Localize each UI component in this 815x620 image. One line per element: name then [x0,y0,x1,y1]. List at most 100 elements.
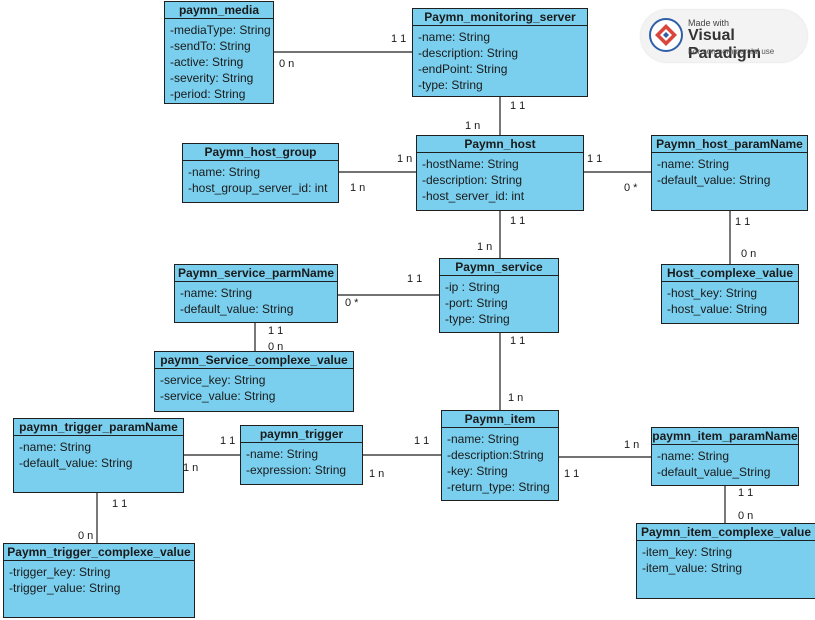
class-host-complexe-value[interactable]: Host_complexe_value -host_key: String -h… [661,264,799,324]
multiplicity: 1 1 [414,435,430,447]
multiplicity: 0 n [78,530,94,542]
attribute: -description:String [447,448,544,462]
class-paymn-host-group[interactable]: Paymn_host_group -name: String -host_gro… [182,143,339,203]
attribute: -default_value: String [180,302,294,316]
watermark-line1: Made with [688,18,730,28]
multiplicity: 1 n [369,468,385,480]
attribute: -key: String [447,464,508,478]
multiplicity: 1 1 [510,335,526,347]
class-title: Paymn_monitoring_server [413,9,587,26]
watermark-line3: For non-commercial use [688,47,775,56]
attribute: -trigger_key: String [9,565,111,579]
class-title: paymn_trigger [241,426,362,443]
multiplicity: 1 1 [587,153,603,165]
multiplicity: 1 1 [391,33,407,45]
attribute: -return_type: String [447,480,550,494]
multiplicity: 1 n [350,182,366,194]
class-paymn-item-complexe-value[interactable]: Paymn_item_complexe_value -item_key: Str… [636,523,815,599]
class-title: paymn_trigger_paramName [14,419,183,436]
attribute: -name: String [180,286,253,300]
class-title: Paymn_host_paramName [652,136,807,153]
attribute: -hostName: String [422,157,519,171]
attribute: -default_value: String [657,173,771,187]
class-title: paymn_media [165,2,273,19]
class-paymn-trigger-paramname[interactable]: paymn_trigger_paramName -name: String -d… [13,418,184,493]
multiplicity: 0 n [741,248,757,260]
attribute: -name: String [657,157,730,171]
attribute: -description: String [422,173,523,187]
attribute: -mediaType: String [170,23,271,37]
multiplicity: 1 n [183,462,199,474]
attribute: -type: String [418,78,483,92]
multiplicity: 1 1 [220,435,236,447]
multiplicity: 0 n [268,341,284,353]
class-paymn-item-paramname[interactable]: paymn_item_paramName -name: String -defa… [651,427,799,486]
attribute: -host_server_id: int [422,189,525,203]
class-title: Paymn_item [442,411,558,428]
attribute: -ip : String [445,280,500,294]
class-title: paymn_Service_complexe_value [155,352,353,369]
attribute: -host_key: String [667,286,758,300]
class-title: paymn_item_paramName [652,429,798,445]
multiplicity: 1 n [397,153,413,165]
multiplicity: 1 1 [268,325,284,337]
attribute: -item_value: String [642,561,743,575]
attribute: -item_key: String [642,545,733,559]
class-paymn-service-parmname[interactable]: Paymn_service_parmName -name: String -de… [174,264,338,323]
multiplicity: 1 n [465,120,481,132]
class-paymn-service-complexe-value[interactable]: paymn_Service_complexe_value -service_ke… [154,351,354,412]
attribute: -name: String [188,165,261,179]
attribute: -name: String [246,447,319,461]
class-paymn-host[interactable]: Paymn_host -hostName: String -descriptio… [416,135,584,211]
attribute: -name: String [657,449,730,463]
multiplicity: 1 1 [510,100,526,112]
attribute: -host_value: String [667,302,768,316]
multiplicity: 0 * [624,182,638,194]
attribute: -host_group_server_id: int [188,181,328,195]
visual-paradigm-watermark: Made with Visual Paradigm For non-commer… [641,10,807,62]
multiplicity: 1 1 [112,498,128,510]
class-paymn-monitoring-server[interactable]: Paymn_monitoring_server -name: String -d… [412,8,588,97]
attribute: -type: String [445,312,510,326]
class-paymn-host-paramname[interactable]: Paymn_host_paramName -name: String -defa… [651,135,808,211]
class-title: Paymn_host_group [183,144,338,161]
multiplicity: 1 n [624,439,640,451]
multiplicity: 1 1 [407,273,423,285]
multiplicity: 1 1 [564,468,580,480]
attribute: -service_key: String [160,373,266,387]
watermark-line2: Visual Paradigm [688,27,761,62]
attribute: -service_value: String [160,389,276,403]
attribute: -trigger_value: String [9,581,121,595]
class-paymn-trigger-complexe-value[interactable]: Paymn_trigger_complexe_value -trigger_ke… [3,543,195,618]
attribute: -default_value: String [19,456,133,470]
class-paymn-item[interactable]: Paymn_item -name: String -description:St… [441,410,559,501]
attribute: -sendTo: String [170,39,251,53]
class-paymn-service[interactable]: Paymn_service -ip : String -port: String… [439,258,559,333]
class-paymn-trigger[interactable]: paymn_trigger -name: String -expression:… [240,425,363,485]
class-title: Paymn_service [440,259,558,276]
attribute: -name: String [19,440,92,454]
class-paymn-media[interactable]: paymn_media -mediaType: String -sendTo: … [164,1,274,104]
multiplicity: 0 n [279,58,295,70]
attribute: -name: String [418,30,491,44]
class-title: Paymn_service_parmName [175,265,337,282]
class-title: Host_complexe_value [662,265,798,282]
attribute: -endPoint: String [418,62,508,76]
attribute: -period: String [170,87,246,101]
attribute: -name: String [447,432,520,446]
attribute: -expression: String [246,463,347,477]
visual-paradigm-logo-icon [649,18,683,52]
multiplicity: 1 1 [738,487,754,499]
multiplicity: 1 1 [735,216,751,228]
attribute: -severity: String [170,71,254,85]
multiplicity: 0 * [345,297,359,309]
attribute: -port: String [445,296,508,310]
attribute: -description: String [418,46,519,60]
class-title: Paymn_item_complexe_value [637,524,815,541]
multiplicity: 0 n [738,510,754,522]
multiplicity: 1 n [477,241,493,253]
class-title: Paymn_trigger_complexe_value [4,544,194,561]
multiplicity: 1 1 [510,215,526,227]
class-title: Paymn_host [417,136,583,153]
